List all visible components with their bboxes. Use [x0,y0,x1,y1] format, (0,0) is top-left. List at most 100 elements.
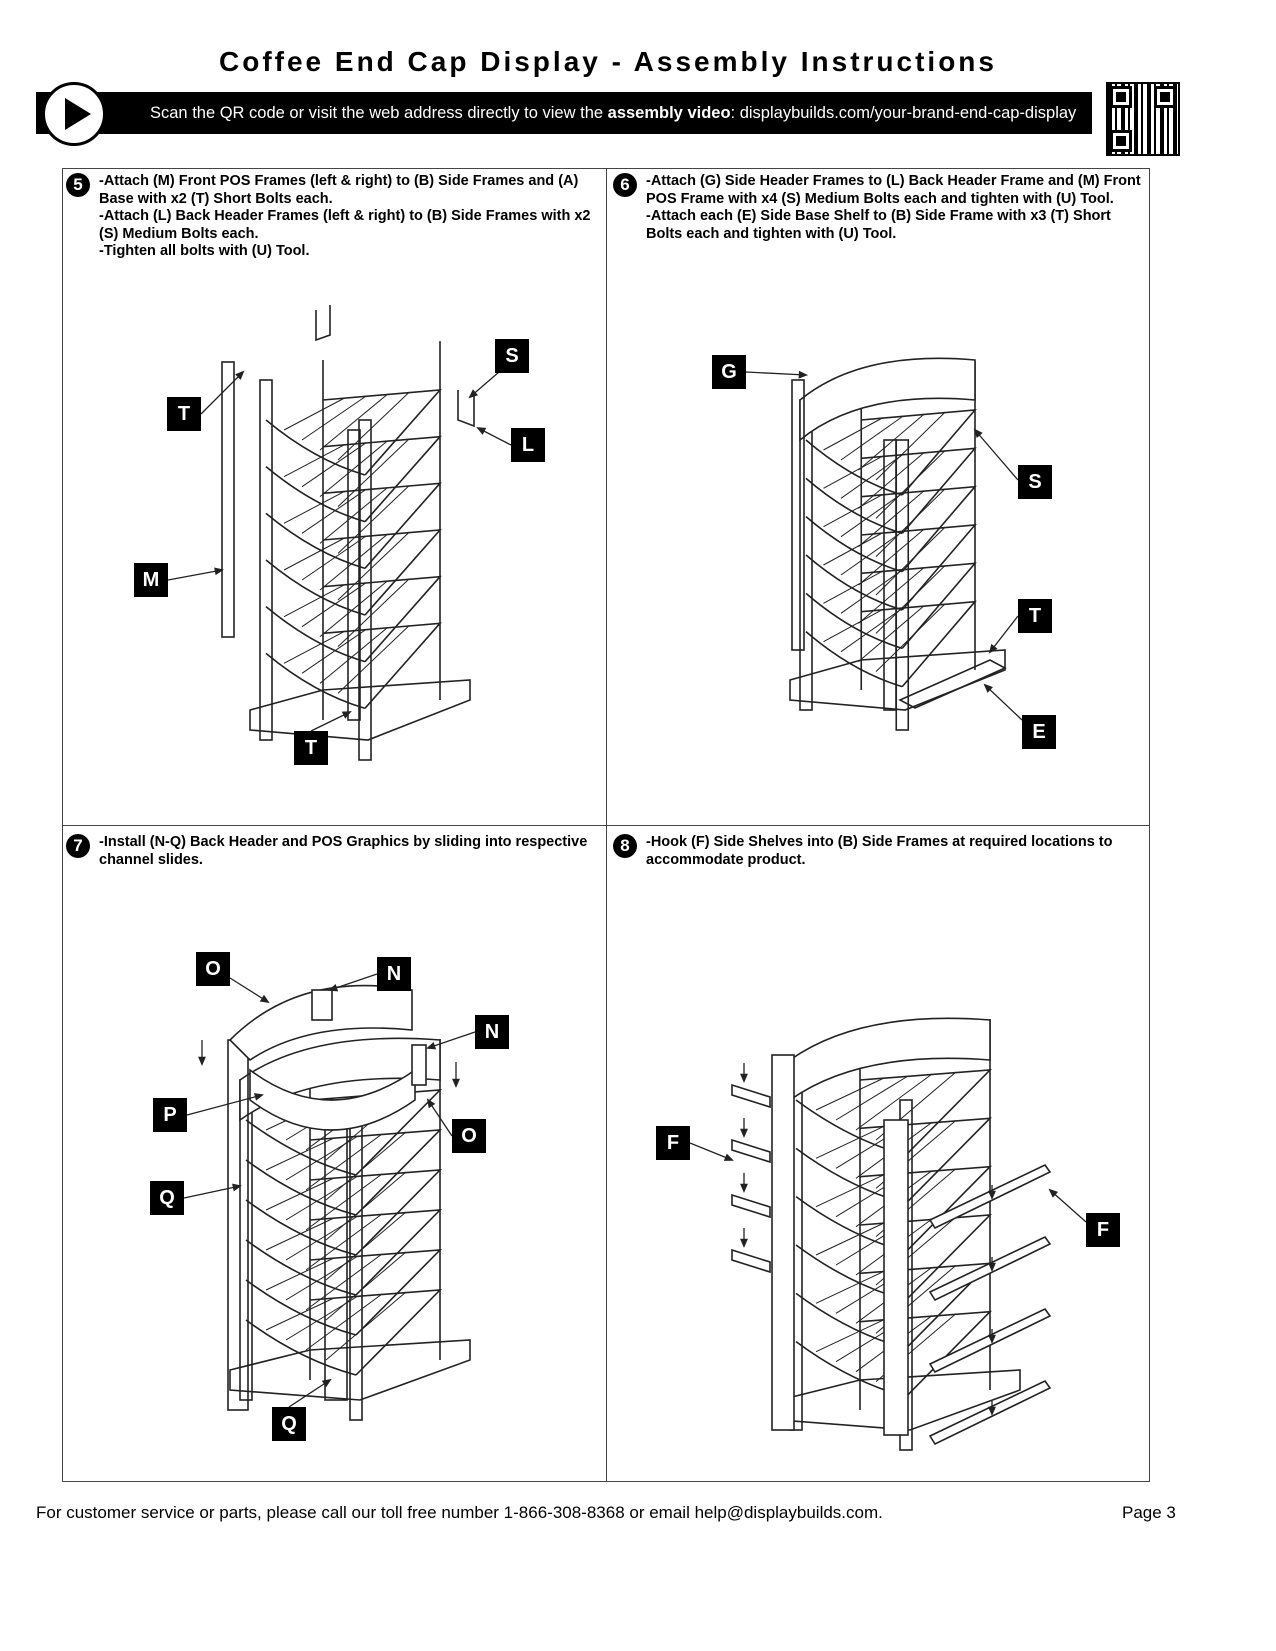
shelf-edge [861,485,977,573]
side-shelf-f [731,1083,771,1109]
shelf-wire [823,570,883,604]
arrowhead [723,1153,734,1161]
arrowhead [983,683,993,693]
shelf-edge [322,482,442,569]
step-number: 8 [613,834,637,858]
qr-code-icon [1106,82,1180,156]
header-panel [799,357,976,442]
shelf-wire [285,1215,359,1261]
shelf-front [265,419,366,476]
step-6-text: -Attach (G) Side Header Frames to (L) Ba… [646,173,1141,243]
shelf-front [265,512,366,570]
footer-contact: For customer service or parts, please ca… [36,1503,883,1522]
side-header-frame [791,379,805,651]
play-icon[interactable] [42,82,106,146]
shelf-front [805,631,903,688]
part-label: L [511,428,545,462]
shelf-wire [325,1211,407,1281]
part-label: T [294,731,328,765]
shelf-wire [305,1213,383,1271]
shelf-wire [855,1073,933,1131]
shelf-wire [301,628,367,674]
step-line: -Attach (L) Back Header Frames (left & r… [99,208,591,242]
arrowhead [321,1378,332,1388]
shelf-wire [815,1125,885,1159]
shelf-wire [823,455,883,489]
shelf-wire [875,603,946,673]
shelf-wire [840,415,904,461]
shelf-front [265,652,366,710]
step-line: -Tighten all bolts with (U) Tool. [99,243,310,259]
arrowhead [740,1073,748,1084]
rack-front-post [358,419,372,761]
shelf-wire [283,630,345,664]
shelf-front [265,466,366,523]
shelf-wire [325,1131,407,1201]
part-label: T [1018,599,1052,633]
arrowhead [214,567,225,576]
banner-text-bold: assembly video [607,104,731,122]
step-line: -Install (N-Q) Back Header and POS Graph… [99,834,588,868]
arrowhead [253,1093,264,1101]
part-label: T [167,397,201,431]
shelf-wire [858,528,925,586]
header-bracket-l [457,390,475,428]
shelf-wire [305,1133,383,1191]
shelf-wire [823,609,883,643]
shelf-wire [325,1251,407,1321]
shelf-wire [858,490,925,548]
shelf-front [245,1319,357,1376]
pos-graphic-p [249,1068,416,1131]
arrowhead [740,1128,748,1139]
shelf-wire [815,1174,885,1208]
shelf-wire [823,532,883,566]
shelf-wire [301,488,367,534]
shelf-front [805,477,903,535]
arrowhead [452,1078,460,1089]
part-label: S [495,339,529,373]
side-shelf-f [731,1193,771,1219]
arrowhead [973,428,983,439]
shelf-edge [861,447,977,534]
shelf-wire [840,568,904,614]
shelf-wire [875,449,946,519]
arrowhead [988,1334,996,1345]
shelf-wire [285,1135,359,1181]
shelf-wire [815,1319,885,1353]
shelf-front [805,516,903,573]
step-line: -Hook (F) Side Shelves into (B) Side Fra… [646,834,1113,868]
arrowhead [426,1098,436,1109]
header-panel [789,1017,991,1102]
shelf-edge [309,1129,443,1216]
shelf-wire [823,417,883,451]
shelf-wire [858,566,925,624]
banner-link[interactable]: : displaybuilds.com/your-brand-end-cap-d… [730,104,1077,122]
side-shelf-f [928,1235,1052,1302]
leader-arrow [1049,1189,1087,1223]
shelf-wire [301,582,367,628]
leader-arrow [183,1185,241,1199]
part-label: G [712,355,746,389]
leader-arrow [329,973,378,991]
shelf-wire [875,488,946,558]
shelf-wire [858,605,925,663]
graphic-n [311,989,333,1021]
shelf-wire [337,624,410,694]
shelf-wire [285,1175,359,1221]
leader-arrow [689,1142,733,1161]
arrowhead [235,370,245,380]
step-5-text: -Attach (M) Front POS Frames (left & rig… [99,173,594,261]
part-label: F [656,1126,690,1160]
leader-arrow [167,569,223,581]
shelf-wire [301,535,367,581]
shelf-wire [337,578,410,648]
rack-base [249,679,471,741]
banner-text-before: Scan the QR code or visit the web addres… [150,104,608,122]
pos-frame-m [221,361,235,638]
side-shelf-f [731,1248,771,1274]
arrowhead [328,983,339,992]
arrowhead [341,711,352,719]
shelf-wire [305,1173,383,1231]
shelf-front [265,606,366,663]
